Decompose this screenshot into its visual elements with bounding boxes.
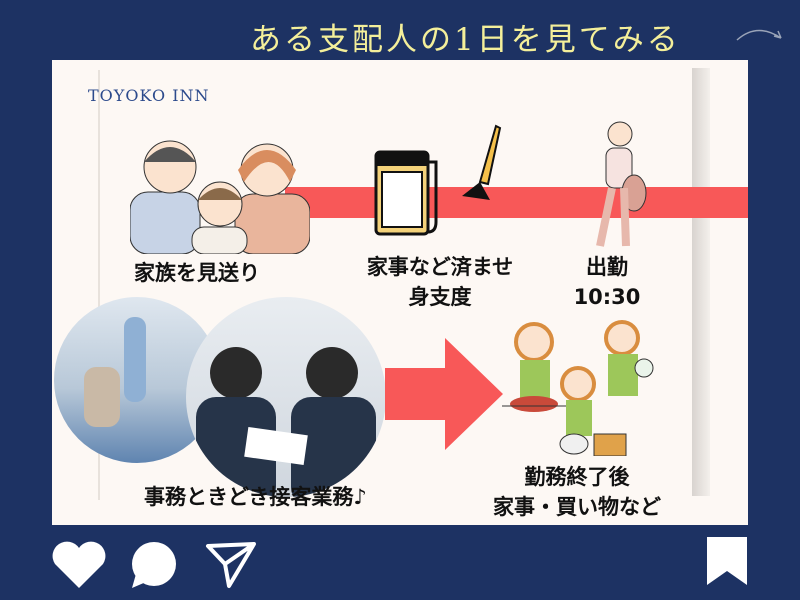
heart-icon[interactable] <box>50 540 108 590</box>
comment-icon[interactable] <box>128 540 180 590</box>
step-prep-label: 身支度 <box>408 285 472 309</box>
share-icon[interactable] <box>205 540 257 590</box>
timeline-band <box>285 187 748 218</box>
divider <box>98 70 100 500</box>
step-work-label: 事務ときどき接客業務♪ <box>144 485 367 509</box>
bookmark-icon[interactable] <box>705 535 749 587</box>
commute-woman-illustration <box>596 121 647 247</box>
step-commute-time: 10:30 <box>573 285 641 309</box>
curved-arrow-icon <box>736 29 782 41</box>
family-illustration <box>130 140 310 254</box>
page-curl-shadow <box>692 68 710 496</box>
page-title: ある支配人の1日を見てみる <box>250 22 681 58</box>
step-chores-label: 家事など済ませ <box>366 255 514 279</box>
office-staff-photo <box>186 297 386 497</box>
cooking-illustration <box>502 320 654 456</box>
housework-illustration <box>374 124 502 236</box>
step-after-work-label: 勤務終了後 <box>524 465 630 489</box>
arrow-icon <box>385 338 503 450</box>
step-family-label: 家族を見送り <box>134 261 260 285</box>
step-commute-label: 出勤 <box>586 255 628 279</box>
step-after-work-tasks: 家事・買い物など <box>493 495 661 519</box>
logo: TOYOKO INN <box>88 86 210 105</box>
post-card: TOYOKO INN 家族を見送り 家事など済ませ 身支度 出勤 10:30 <box>52 60 748 525</box>
